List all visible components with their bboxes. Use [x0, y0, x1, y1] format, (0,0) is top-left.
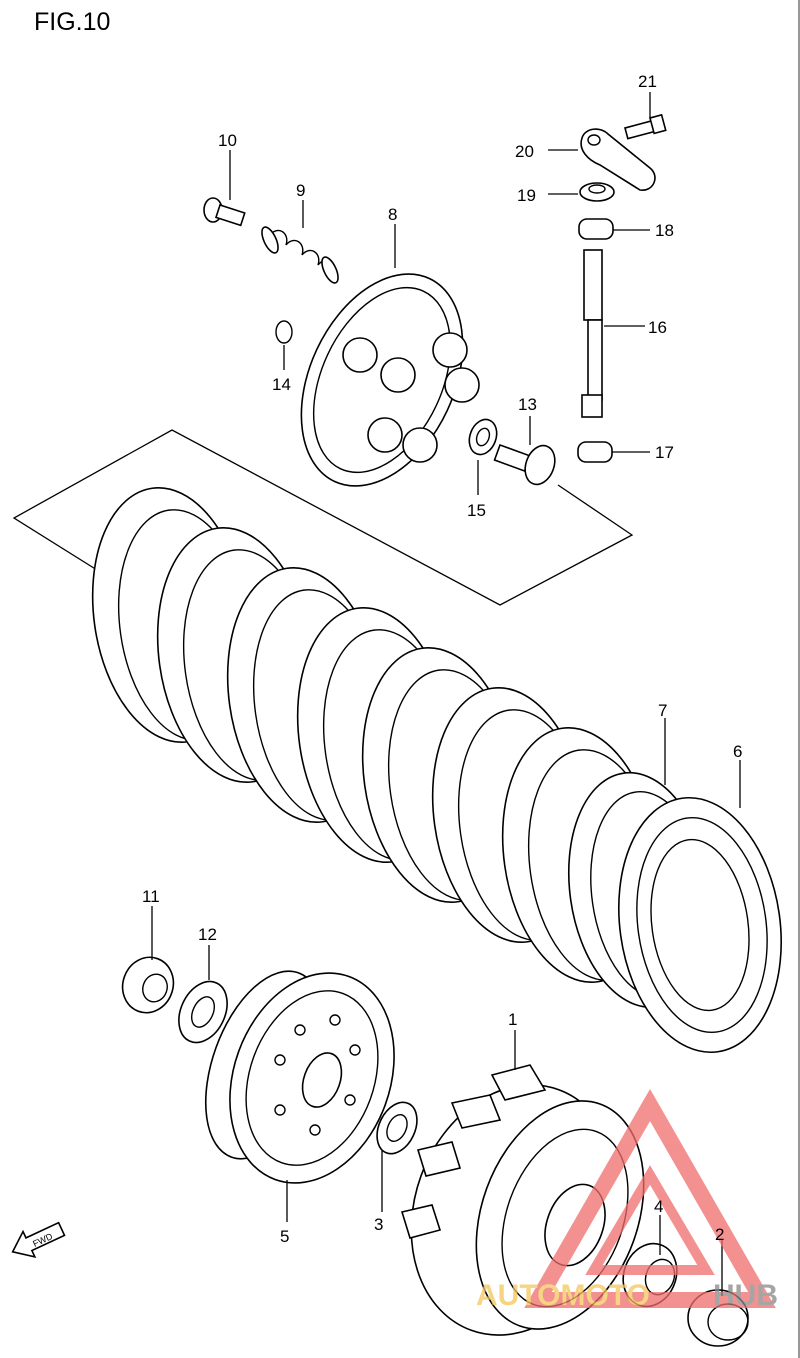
part-14-circlip	[275, 320, 293, 370]
label-part-11: 11	[142, 887, 160, 906]
part-12-lock-washer	[178, 945, 228, 1044]
label-part-4: 4	[654, 1197, 663, 1216]
part-6-drive-plate	[618, 760, 782, 1054]
watermark-text-right: HUB	[713, 1279, 778, 1312]
part-11-nut	[121, 906, 175, 1014]
part-10-bolt	[203, 150, 246, 227]
label-part-20: 20	[515, 142, 534, 161]
label-part-7: 7	[658, 701, 667, 720]
part-16-release-shaft	[581, 249, 645, 418]
figure-title: FIG.10	[34, 8, 111, 36]
label-part-5: 5	[280, 1227, 289, 1246]
label-part-14: 14	[272, 375, 291, 394]
label-part-2: 2	[715, 1225, 724, 1244]
label-part-18: 18	[655, 221, 674, 240]
part-17-bearing	[577, 441, 650, 463]
part-13-push-piece	[493, 416, 556, 486]
part-8-pressure-plate	[300, 224, 480, 487]
label-part-21: 21	[638, 72, 657, 91]
label-part-3: 3	[374, 1215, 383, 1234]
label-part-19: 19	[517, 186, 536, 205]
part-19-oil-seal	[548, 182, 615, 202]
part-21-bolt	[624, 92, 667, 140]
part-15-bearing	[468, 418, 498, 495]
watermark-text-left: AUTOMOTO	[476, 1279, 650, 1312]
fwd-arrow: FWD	[11, 1221, 66, 1259]
part-9-spring	[261, 200, 339, 284]
label-part-10: 10	[218, 131, 237, 150]
assembly-bracket	[12, 429, 634, 606]
part-3-thrust-washer	[376, 1101, 418, 1212]
label-part-17: 17	[655, 443, 674, 462]
label-part-15: 15	[467, 501, 486, 520]
part-5-sleeve-hub	[204, 970, 395, 1222]
label-part-8: 8	[388, 205, 397, 224]
label-part-12: 12	[198, 925, 217, 944]
label-part-1: 1	[508, 1010, 517, 1029]
label-part-16: 16	[648, 318, 667, 337]
label-part-13: 13	[518, 395, 537, 414]
clutch-plate-stack	[91, 487, 663, 983]
part-18-bearing	[578, 218, 650, 240]
part-20-release-lever	[548, 128, 656, 191]
label-part-6: 6	[733, 742, 742, 761]
watermark-logo: AUTOMOTO HUB	[476, 1088, 778, 1312]
label-part-9: 9	[296, 181, 305, 200]
